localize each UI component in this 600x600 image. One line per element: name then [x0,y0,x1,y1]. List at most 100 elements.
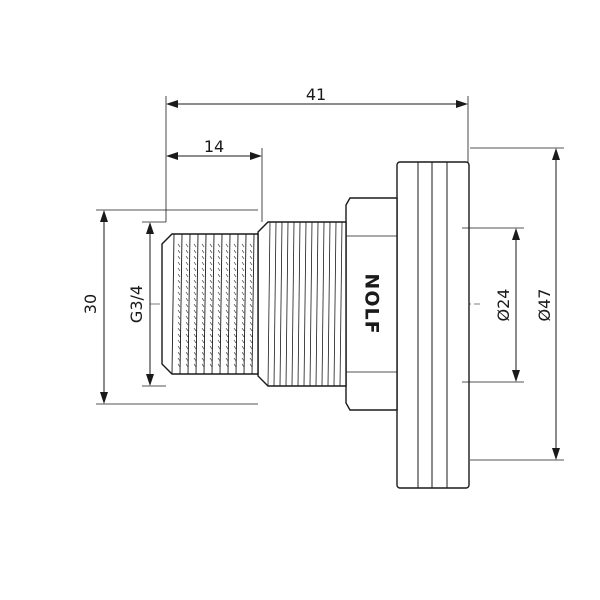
thread-line [217,279,221,284]
thread-line [285,221,289,387]
outer-thread [257,221,347,387]
thread-line [241,285,245,290]
thread-line [177,351,181,356]
thread-line [177,249,181,254]
thread-line [201,297,205,302]
thread-line [241,291,245,296]
thread-line [249,249,253,254]
thread-line [249,345,253,350]
thread-line [211,233,215,375]
thread-line [225,363,229,368]
thread-line [177,315,181,320]
thread-line [185,321,189,326]
thread-line [185,303,189,308]
thread-line [193,333,197,338]
thread-line [185,261,189,266]
thread-line [201,285,205,290]
thread-line [177,327,181,332]
dimension-41-label: 41 [306,85,326,104]
diameter-47-label: Ø47 [535,289,554,322]
thread-line [209,255,213,260]
thread-line [249,333,253,338]
thread-line [193,267,197,272]
thread-line [177,261,181,266]
thread-line [195,233,199,375]
thread-line [243,233,247,375]
thread-line [225,321,229,326]
thread-line [233,363,237,368]
thread-line [249,309,253,314]
thread-line [233,243,237,248]
thread-line [201,327,205,332]
thread-line [193,285,197,290]
thread-line [217,249,221,254]
thread-line [201,345,205,350]
thread-line [201,363,205,368]
thread-line [177,243,181,248]
thread-line [225,333,229,338]
thread-line [249,327,253,332]
thread-line [193,291,197,296]
thread-line [185,273,189,278]
thread-line [217,297,221,302]
thread-line [193,303,197,308]
thread-line [201,261,205,266]
thread-line [201,315,205,320]
thread-line [209,249,213,254]
thread-line [225,291,229,296]
thread-line [209,333,213,338]
thread-line [225,285,229,290]
thread-line [185,351,189,356]
thread-line [185,333,189,338]
thread-line [177,309,181,314]
thread-line [209,327,213,332]
thread-line [185,357,189,362]
thread-line [209,363,213,368]
thread-line [209,351,213,356]
thread-line [177,321,181,326]
thread-line [339,221,343,387]
thread-line [241,303,245,308]
thread-line [241,333,245,338]
dimension-flange-diameter: Ø47 [470,147,564,461]
thread-line [233,273,237,278]
thread-line [217,309,221,314]
thread-line [233,249,237,254]
thread-line [233,267,237,272]
thread-line [185,279,189,284]
thread-line [249,321,253,326]
thread-line [241,249,245,254]
thread-line [193,309,197,314]
thread-line [171,233,175,375]
thread-line [217,339,221,344]
thread-line [241,339,245,344]
thread-line [209,303,213,308]
thread-line [249,255,253,260]
thread-line [201,273,205,278]
thread-line [177,279,181,284]
thread-size-label: G3/4 [127,285,146,323]
thread-line [233,339,237,344]
brand-logo: NOLF [361,273,383,334]
thread-line [233,345,237,350]
thread-line [233,327,237,332]
thread-line [233,303,237,308]
thread-line [233,357,237,362]
thread-line [291,221,295,387]
thread-line [185,297,189,302]
thread-line [177,267,181,272]
thread-line [185,309,189,314]
thread-line [209,321,213,326]
thread-line [309,221,313,387]
thread-line [225,357,229,362]
dimension-height: 30 [81,209,258,405]
thread-line [217,351,221,356]
thread-line [241,327,245,332]
thread-line [225,351,229,356]
thread-line [249,291,253,296]
thread-line [249,363,253,368]
thread-line [225,315,229,320]
thread-line [217,261,221,266]
thread-line [249,297,253,302]
thread-line [225,297,229,302]
